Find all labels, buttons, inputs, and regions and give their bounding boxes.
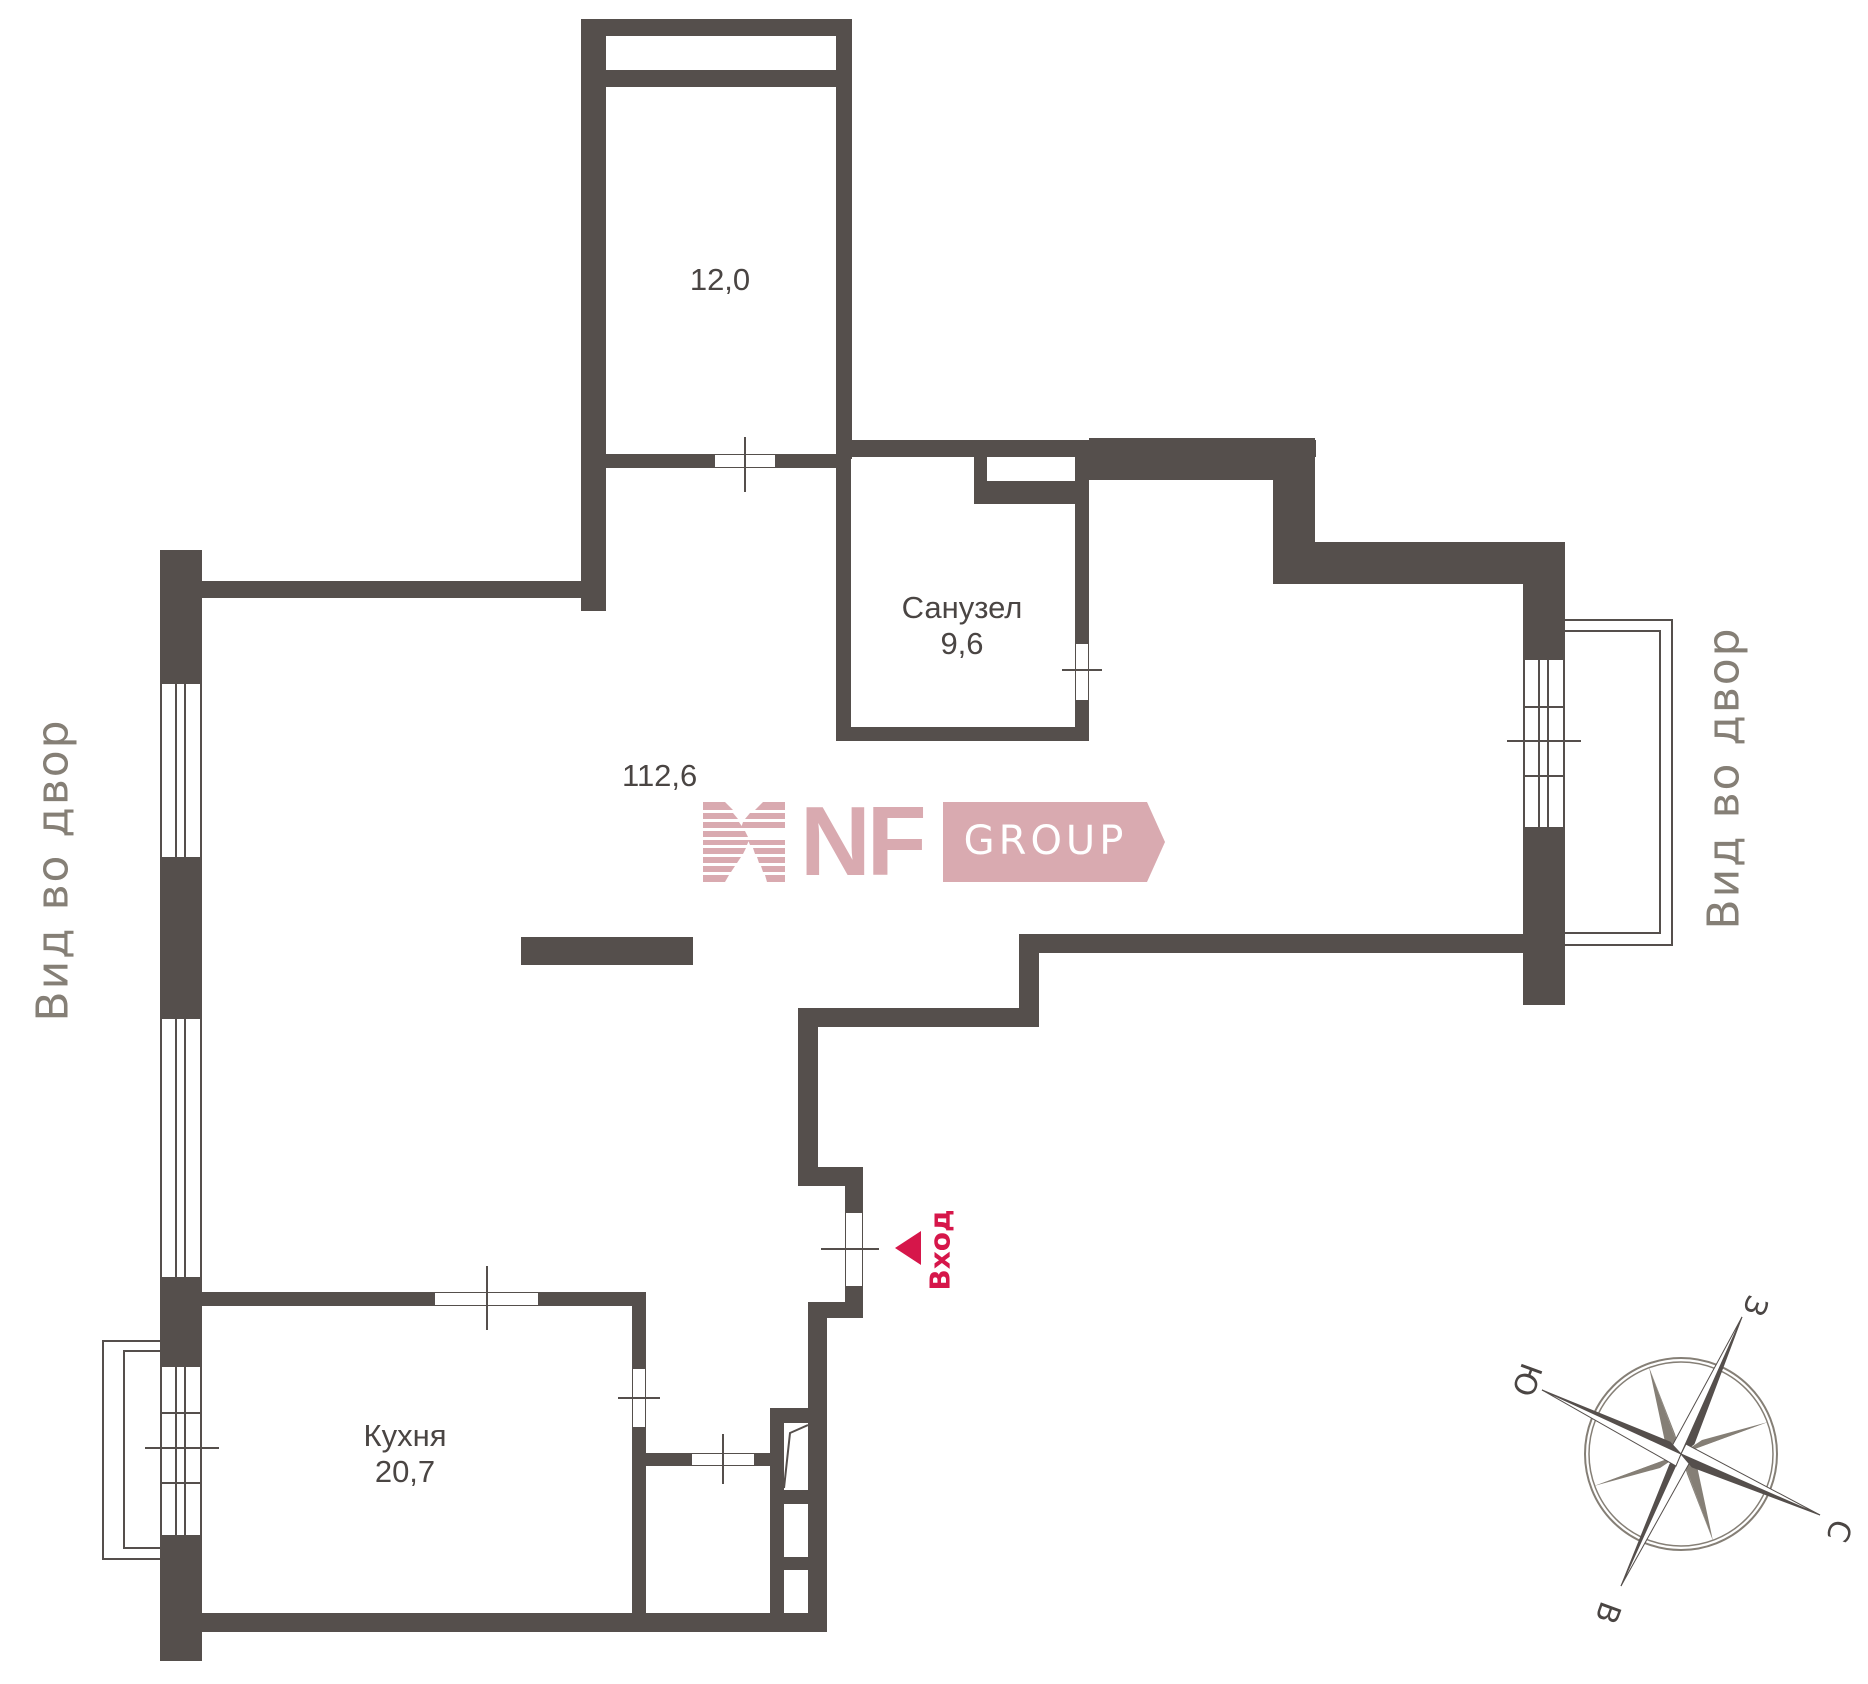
area-value: 112,6 bbox=[622, 758, 698, 793]
shaft-door-icon bbox=[784, 1424, 808, 1489]
shaft-cell bbox=[784, 1504, 808, 1557]
wall bbox=[202, 581, 606, 598]
room-label-bathroom: Санузел 9,6 bbox=[882, 590, 1042, 661]
window-mullion bbox=[1547, 660, 1549, 827]
window-transom bbox=[1523, 706, 1565, 708]
wall bbox=[798, 1008, 1039, 1027]
wall-left-exterior bbox=[160, 1535, 202, 1661]
window-transom bbox=[160, 1412, 202, 1414]
door-marker bbox=[145, 1447, 219, 1449]
window-transom bbox=[160, 1482, 202, 1484]
door-marker bbox=[486, 1266, 488, 1330]
door-marker bbox=[618, 1397, 660, 1399]
partition-wall bbox=[521, 937, 693, 965]
window-kitchen bbox=[160, 1367, 202, 1535]
window-left-1 bbox=[160, 684, 202, 857]
area-value: 20,7 bbox=[374, 1453, 436, 1489]
nf-logo-stripes-icon bbox=[703, 802, 785, 882]
wall bbox=[1019, 934, 1523, 953]
room-name: Санузел bbox=[901, 590, 1023, 625]
door-bathroom[interactable] bbox=[1075, 643, 1089, 701]
room-label-kitchen: Кухня 20,7 bbox=[335, 1418, 475, 1489]
balcony-right-inner bbox=[1563, 630, 1661, 934]
window-mullion bbox=[175, 1367, 177, 1535]
balcony-kitchen-inner bbox=[123, 1350, 162, 1549]
wall-exterior bbox=[1273, 542, 1565, 584]
window-right bbox=[1523, 660, 1565, 827]
room-name: Кухня bbox=[363, 1418, 447, 1453]
wall bbox=[1019, 934, 1039, 1027]
window-mullion bbox=[184, 1019, 186, 1277]
door-marker bbox=[1507, 740, 1581, 742]
room-area-living: 112,6 bbox=[622, 758, 722, 794]
wall bbox=[581, 19, 852, 36]
wall-kitchen bbox=[202, 1292, 646, 1306]
group-badge-shape bbox=[943, 802, 1165, 882]
window-transom bbox=[1523, 775, 1565, 777]
wall bbox=[581, 70, 852, 87]
room-area-north: 12,0 bbox=[660, 262, 780, 298]
compass-rose-icon bbox=[1541, 1316, 1821, 1587]
area-value: 9,6 bbox=[940, 625, 984, 661]
wall-right-exterior bbox=[1523, 542, 1565, 660]
door-marker bbox=[744, 437, 746, 492]
entrance-label: Вход bbox=[923, 1209, 957, 1291]
wall bbox=[581, 19, 606, 611]
wall-right-exterior bbox=[1523, 827, 1565, 1005]
door-marker bbox=[1062, 669, 1102, 671]
niche bbox=[987, 457, 1075, 481]
window-left-2 bbox=[160, 1019, 202, 1277]
wall-left-exterior bbox=[160, 1277, 202, 1367]
wall-left-exterior bbox=[160, 550, 202, 684]
wall-left-exterior bbox=[160, 857, 202, 1019]
shaft-cell bbox=[784, 1570, 808, 1613]
entrance-arrow-icon bbox=[895, 1231, 921, 1265]
wall-entrance bbox=[845, 1167, 863, 1212]
wall-bathroom bbox=[1075, 478, 1089, 741]
nf-logo-text: NF bbox=[800, 786, 927, 896]
wall bbox=[798, 1008, 818, 1186]
view-label-right: Вид во двор bbox=[1698, 626, 1750, 930]
wall-kitchen bbox=[632, 1292, 646, 1632]
window-mullion bbox=[184, 1367, 186, 1535]
window-mullion bbox=[175, 684, 177, 857]
area-value: 12,0 bbox=[689, 262, 751, 297]
wall bbox=[836, 19, 852, 459]
wall-bathroom bbox=[836, 727, 1089, 741]
view-label-left: Вид во двор bbox=[27, 718, 79, 1022]
wall-bathroom bbox=[836, 440, 851, 741]
window-mullion bbox=[1538, 660, 1540, 827]
wall-bottom-exterior bbox=[160, 1613, 827, 1632]
door-marker bbox=[722, 1434, 724, 1484]
door-marker bbox=[821, 1248, 879, 1250]
group-label: GROUP bbox=[963, 818, 1128, 864]
window-mullion bbox=[184, 684, 186, 857]
window-mullion bbox=[175, 1019, 177, 1277]
